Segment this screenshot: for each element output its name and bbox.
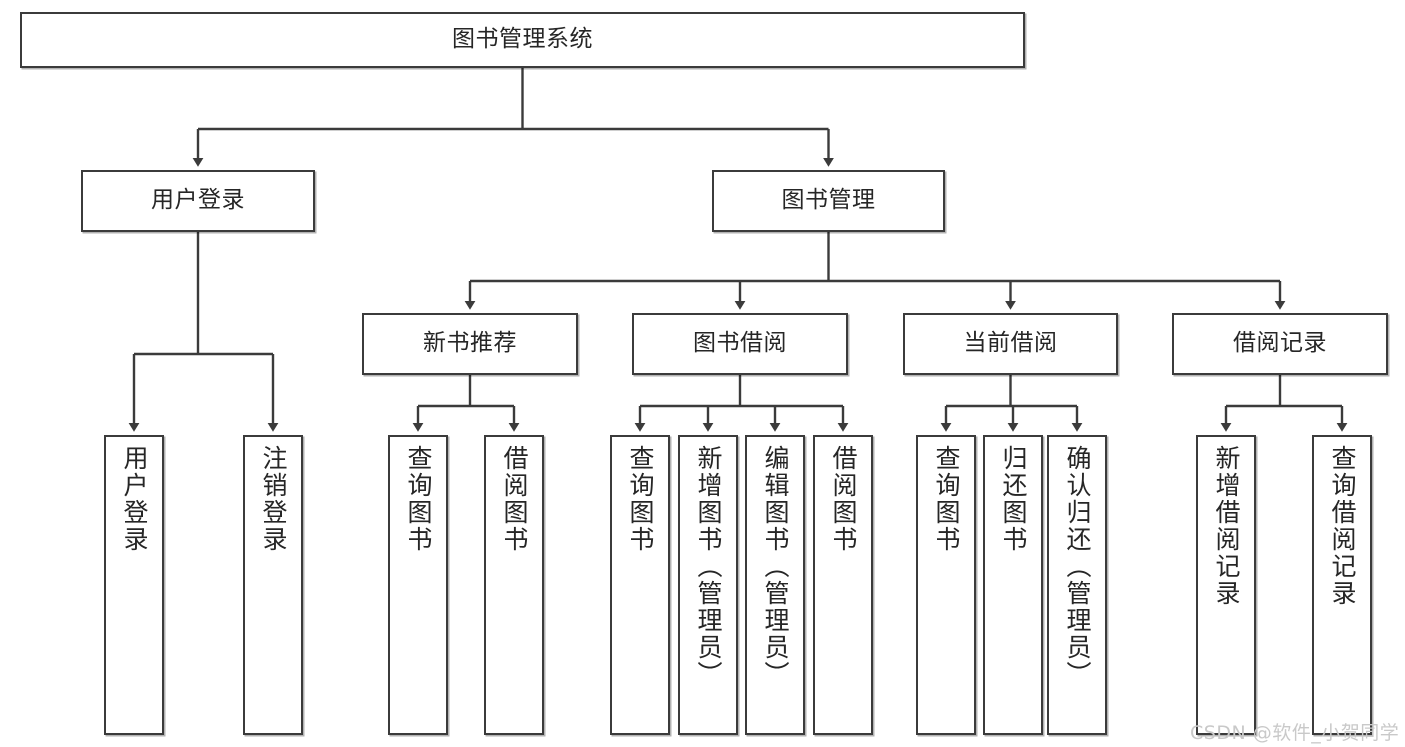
node-leaf-7: 编辑图书（管理员）	[745, 435, 805, 735]
node-label: 用户登录	[120, 445, 149, 553]
node-l2-1: 用户登录	[81, 170, 315, 232]
node-l3-2: 图书借阅	[632, 313, 848, 375]
node-label: 查询图书	[626, 445, 655, 553]
node-label: 图书借阅	[693, 330, 787, 357]
node-leaf-12: 新增借阅记录	[1196, 435, 1256, 735]
node-l2-2: 图书管理	[712, 170, 945, 232]
node-leaf-8: 借阅图书	[813, 435, 873, 735]
node-leaf-11: 确认归还（管理员）	[1047, 435, 1107, 735]
node-label: 注销登录	[259, 445, 288, 553]
node-label: 查询借阅记录	[1328, 445, 1357, 607]
node-label: 新书推荐	[423, 330, 517, 357]
node-l3-4: 借阅记录	[1172, 313, 1388, 375]
node-label: 查询图书	[932, 445, 961, 553]
node-root: 图书管理系统	[20, 12, 1025, 68]
node-label: 借阅图书	[500, 445, 529, 553]
node-leaf-3: 查询图书	[388, 435, 448, 735]
node-label: 借阅记录	[1233, 330, 1327, 357]
node-l3-3: 当前借阅	[903, 313, 1118, 375]
watermark: CSDN @软件_小贺同学	[1190, 722, 1400, 744]
node-label: 新增图书（管理员）	[694, 445, 723, 688]
node-label: 借阅图书	[829, 445, 858, 553]
node-l3-1: 新书推荐	[362, 313, 578, 375]
node-label: 图书管理系统	[452, 26, 593, 53]
node-label: 归还图书	[999, 445, 1028, 553]
node-leaf-13: 查询借阅记录	[1312, 435, 1372, 735]
node-label: 当前借阅	[963, 330, 1058, 357]
node-leaf-4: 借阅图书	[484, 435, 544, 735]
node-label: 编辑图书（管理员）	[761, 445, 790, 688]
node-leaf-5: 查询图书	[610, 435, 670, 735]
node-label: 用户登录	[151, 187, 245, 214]
node-leaf-10: 归还图书	[983, 435, 1043, 735]
node-label: 图书管理	[781, 187, 876, 214]
node-label: 新增借阅记录	[1212, 445, 1241, 607]
node-label: 确认归还（管理员）	[1063, 445, 1092, 688]
node-leaf-9: 查询图书	[916, 435, 976, 735]
node-label: 查询图书	[404, 445, 433, 553]
node-leaf-1: 用户登录	[104, 435, 164, 735]
node-leaf-6: 新增图书（管理员）	[678, 435, 738, 735]
node-leaf-2: 注销登录	[243, 435, 303, 735]
